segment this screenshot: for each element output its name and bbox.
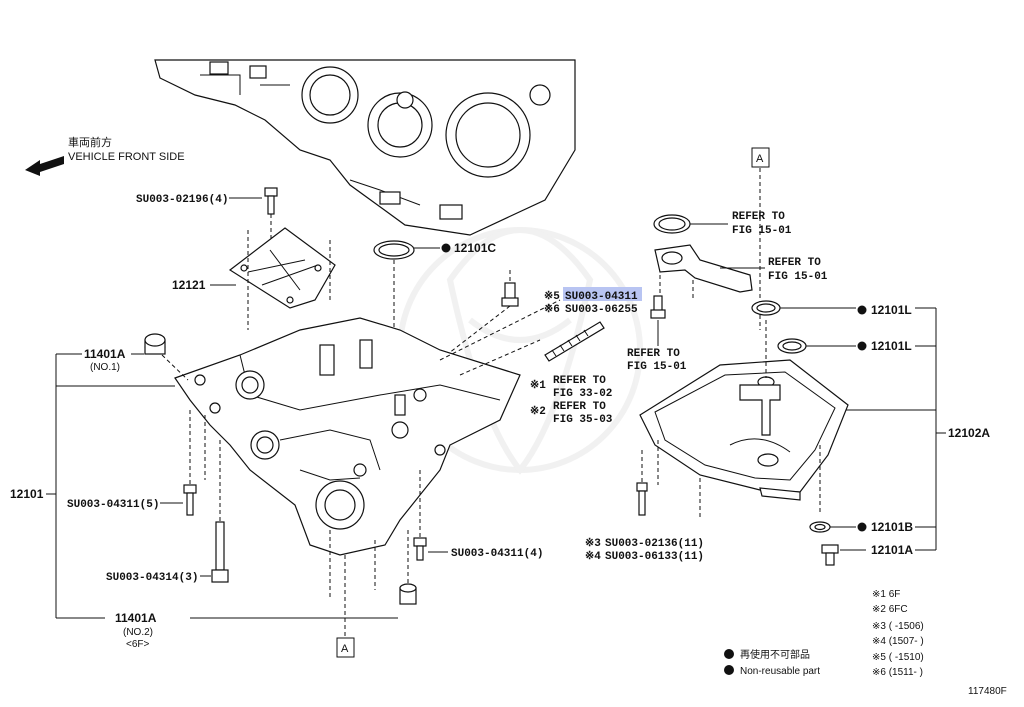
mark-5: ※5: [544, 290, 560, 303]
oring-l1-icon: [751, 300, 781, 316]
refer-fig-15-b[interactable]: FIG 15-01: [768, 271, 828, 283]
label-plug-a1-note: (NO.1): [90, 362, 120, 373]
plug-no1-icon: [144, 333, 166, 355]
bolt-icon-left-5: [183, 484, 197, 516]
label-bolt-mid-6[interactable]: SU003-06255: [565, 304, 638, 316]
mark-4: ※4: [585, 550, 601, 563]
refer-to-label-5: REFER TO: [627, 348, 680, 360]
bolt-icon-strainer: [650, 295, 666, 319]
legend: 再使用不可部品 Non-reusable part: [724, 648, 820, 677]
label-plug-a2[interactable]: 11401A: [115, 611, 157, 625]
bolt-icon: [264, 187, 278, 215]
label-bolt-pan-4[interactable]: SU003-06133(11): [605, 551, 704, 563]
mark-3: ※3: [585, 537, 601, 550]
refer-fig-33[interactable]: FIG 33-02: [553, 388, 612, 400]
oring-strainer-icon: [653, 214, 691, 234]
label-oring-l1[interactable]: 12101L: [871, 303, 912, 317]
refer-to-label-3: REFER TO: [732, 211, 785, 223]
label-plug-a2-note1: (NO.2): [123, 627, 153, 638]
note-6: ※6 (1511- ): [872, 667, 923, 678]
figure-id: 117480F: [968, 686, 1007, 697]
gasket-b-icon: [809, 521, 831, 533]
refer-fig-35[interactable]: FIG 35-03: [553, 414, 613, 426]
label-plug-a1[interactable]: 11401A: [84, 347, 126, 361]
label-bolt-pan-3[interactable]: SU003-02136(11): [605, 538, 704, 550]
label-bolt-left-5[interactable]: SU003-04311(5): [67, 499, 159, 511]
legend-jp: 再使用不可部品: [740, 648, 810, 661]
direction-label-en: VEHICLE FRONT SIDE: [68, 151, 185, 163]
ref-box-a-top[interactable]: [751, 147, 770, 168]
note-3: ※3 ( -1506): [872, 621, 924, 632]
label-gasket-b[interactable]: 12101B: [871, 520, 913, 534]
label-cover[interactable]: 12121: [172, 278, 206, 292]
baffle-cover-plate: [228, 227, 336, 309]
non-reusable-dot-icon-l1: [857, 305, 867, 315]
bolt-icon-pan: [636, 482, 648, 516]
note-5: ※5 ( -1510): [872, 652, 924, 663]
mark-6: ※6: [544, 303, 560, 316]
legend-dot-icon: [724, 649, 734, 659]
refer-fig-15-c[interactable]: FIG 15-01: [627, 361, 687, 373]
highlight-selection: [563, 287, 642, 301]
label-bolt-left-3[interactable]: SU003-04314(3): [106, 572, 198, 584]
bolt-icon-mid: [501, 282, 519, 307]
ref-box-a-bottom[interactable]: [336, 637, 355, 658]
label-oring-l2[interactable]: 12101L: [871, 339, 912, 353]
non-reusable-dot-icon: [441, 243, 451, 253]
mark-2: ※2: [530, 405, 546, 418]
note-1: ※1 6F: [872, 589, 900, 600]
label-oring-c[interactable]: 12101C: [454, 241, 496, 255]
refer-to-label-1: REFER TO: [553, 375, 606, 387]
bolt-icon-left-3: [211, 521, 229, 583]
label-bolt-bottom-4[interactable]: SU003-04311(4): [451, 548, 543, 560]
note-4: ※4 (1507- ): [872, 636, 924, 647]
engine-block-outline: [154, 59, 576, 236]
note-2: ※2 6FC: [872, 604, 908, 615]
ref-box-a-top-letter: A: [756, 153, 764, 165]
label-bolt-top[interactable]: SU003-02196(4): [136, 194, 228, 206]
legend-en: Non-reusable part: [740, 666, 820, 677]
label-pan-upper[interactable]: 12101: [10, 487, 44, 501]
label-bolt-mid-5[interactable]: SU003-04311: [565, 291, 638, 303]
drain-plug-icon: [821, 544, 839, 566]
direction-label-jp: 車両前方: [68, 135, 112, 149]
legend-dot-icon-2: [724, 665, 734, 675]
refer-to-label-4: REFER TO: [768, 257, 821, 269]
stud-bolt-icon: [544, 321, 605, 362]
ref-box-a-bottom-letter: A: [341, 643, 349, 655]
lower-oil-pan: [639, 359, 849, 501]
mark-1: ※1: [530, 379, 546, 392]
refer-to-label-2: REFER TO: [553, 401, 606, 413]
oring-l2-icon: [777, 338, 807, 354]
non-reusable-dot-icon-l2: [857, 341, 867, 351]
oring-c-icon: [373, 240, 415, 260]
label-plug-a2-note2: <6F>: [126, 639, 150, 650]
bolt-icon-bottom-4: [413, 537, 427, 561]
oil-strainer-pipe-icon: [654, 244, 753, 293]
label-pan-lower[interactable]: 12102A: [948, 426, 990, 440]
footnotes: ※1 6F ※2 6FC ※3 ( -1506) ※4 (1507- ) ※5 …: [872, 589, 924, 678]
plug-no2-icon: [399, 583, 417, 605]
label-drain-plug[interactable]: 12101A: [871, 543, 913, 557]
vehicle-front-arrow-icon: [25, 156, 64, 176]
non-reusable-dot-icon-b: [857, 522, 867, 532]
refer-fig-15-a[interactable]: FIG 15-01: [732, 225, 792, 237]
